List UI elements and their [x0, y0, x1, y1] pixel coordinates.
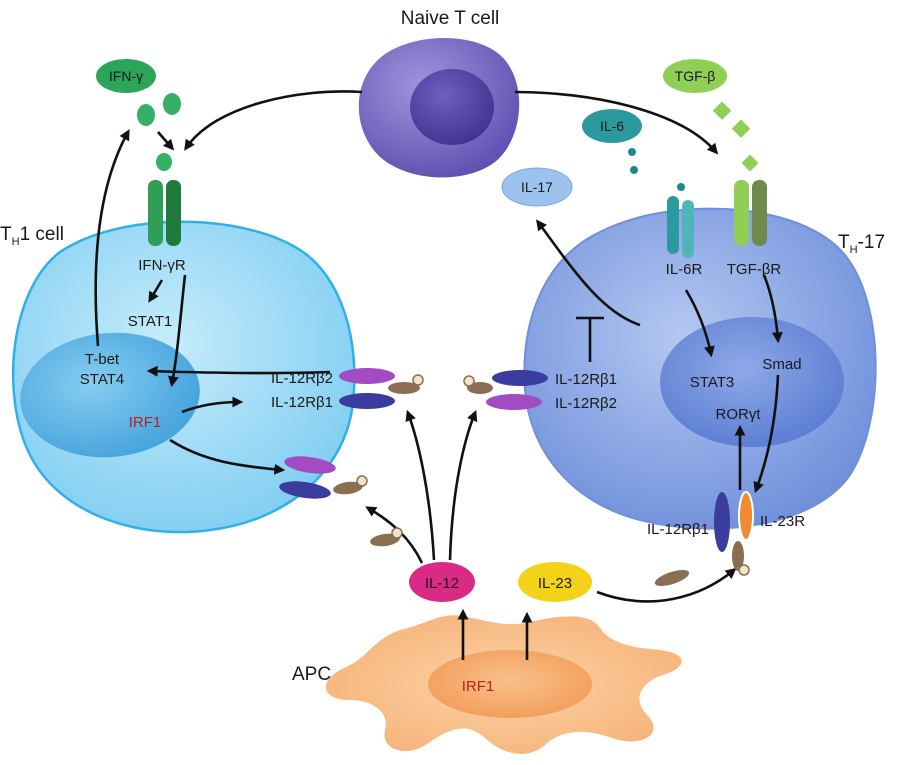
apc-nucleus [428, 650, 592, 718]
naive-t-cell-label: Naive T cell [401, 8, 500, 29]
arrow-tgfbr-to-smad [762, 274, 783, 344]
naive-nucleus [410, 69, 494, 145]
tgfbr-chain [734, 180, 749, 246]
arrow-ifng-to-receptor [157, 131, 175, 151]
tbet-label: T-bet [85, 351, 120, 368]
il6r-chain [667, 196, 679, 254]
irf1-th1-label: IRF1 [129, 414, 162, 431]
stat3-label: STAT3 [690, 374, 734, 391]
tgfb-label: TGF-β [675, 68, 716, 84]
il6r-label: IL-6R [666, 261, 703, 278]
ifng-label: IFN-γ [109, 68, 143, 84]
arrow-naive-to-th17 [514, 90, 719, 155]
inhibition-il12rb1 [576, 316, 604, 362]
irf1-apc-label: IRF1 [462, 678, 495, 695]
il12rb1-left [339, 393, 395, 409]
arrow-irf1-to-il12rb1 [181, 396, 244, 414]
il6-label: IL-6 [600, 118, 624, 134]
il12rb2-free [284, 456, 336, 474]
il23-label: IL-23 [538, 575, 572, 592]
il12-subunit-loose [370, 533, 400, 547]
arrow-th1-to-ifng [94, 129, 130, 347]
il17-label: IL-17 [521, 179, 553, 195]
tgfbr-chain [752, 180, 767, 246]
il23-subunit-free [654, 570, 690, 586]
il12rb1-free [279, 481, 331, 499]
il12rb1-bottom-label: IL-12Rβ1 [647, 521, 709, 538]
tgfb-molecule [741, 154, 759, 172]
il12rb2-right-label: IL-12Rβ2 [555, 395, 617, 412]
arrow-th17-to-il17 [536, 219, 641, 327]
il12-subunit-right [467, 382, 493, 394]
arrow-il12rb2-to-tbet [146, 365, 331, 377]
il12-label: IL-12 [425, 575, 459, 592]
arrow-ifngr-to-stat1 [148, 279, 164, 303]
arrow-ifngr-to-irf1 [167, 274, 187, 388]
il12-badge [409, 562, 475, 602]
arrow-il23-to-receptor [596, 567, 737, 603]
ifng-badge [96, 59, 156, 93]
il12-subunit-free [333, 481, 363, 495]
il23-badge [518, 562, 592, 602]
stat1-label: STAT1 [128, 313, 172, 330]
il12rb1-right-label: IL-12Rβ1 [555, 371, 617, 388]
il17-badge [501, 167, 573, 207]
il12rb1-bottom [714, 492, 730, 552]
il12rb2-left-label: IL-12Rβ2 [271, 370, 333, 387]
th1-cell-label: TH1 cell [0, 224, 64, 248]
il23-subunit-bound-head [738, 564, 750, 576]
ifngr-chain [148, 180, 163, 246]
apc-label: APC [292, 664, 331, 685]
ifng-molecule [137, 104, 155, 126]
arrow-il6r-to-stat3 [684, 289, 715, 358]
ifngr-label: IFN-γR [138, 257, 186, 274]
il12-subunit-right-head [463, 375, 475, 387]
arrow-il12-to-left-receptor [405, 409, 436, 561]
il23-subunit-bound [732, 541, 744, 571]
il12-subunit-left-head [412, 374, 424, 386]
il12rb2-right [486, 394, 542, 410]
arrow-naive-to-th1 [184, 90, 363, 151]
il23r [738, 491, 754, 541]
il12-subunit-left [388, 382, 420, 394]
il12rb1-left-label: IL-12Rβ1 [271, 394, 333, 411]
il12rb1-right [492, 370, 548, 386]
tgfbr-label: TGF-βR [727, 261, 782, 278]
ifng-molecule [163, 93, 181, 115]
ifngr-chain [166, 180, 181, 246]
th17-cell-label: TH-17 [838, 232, 885, 256]
il6-molecule [630, 166, 638, 174]
tgfb-molecule [712, 101, 732, 120]
tgfb-molecule [731, 119, 751, 138]
arrow-smad-to-receptor [753, 374, 780, 494]
th17-nucleus [660, 317, 844, 447]
il6-molecule [677, 183, 685, 191]
stat4-label: STAT4 [80, 371, 124, 388]
il12rb2-left [339, 368, 395, 384]
rorgt-label: RORγt [716, 406, 762, 423]
arrow-irf1-to-receptor-pair [169, 438, 286, 475]
smad-label: Smad [762, 356, 801, 373]
il12-subunit-free-head [356, 475, 368, 487]
il6-molecule [628, 148, 636, 156]
il6-badge [582, 109, 642, 143]
arrow-il12-to-right-receptor [448, 409, 478, 561]
th1-nucleus [20, 332, 200, 458]
tgfb-badge [663, 59, 727, 93]
ifng-molecule [156, 153, 172, 171]
il23r-label: IL-23R [760, 513, 805, 530]
il12-subunit-loose-head [391, 527, 403, 539]
il6r-chain [682, 200, 694, 258]
